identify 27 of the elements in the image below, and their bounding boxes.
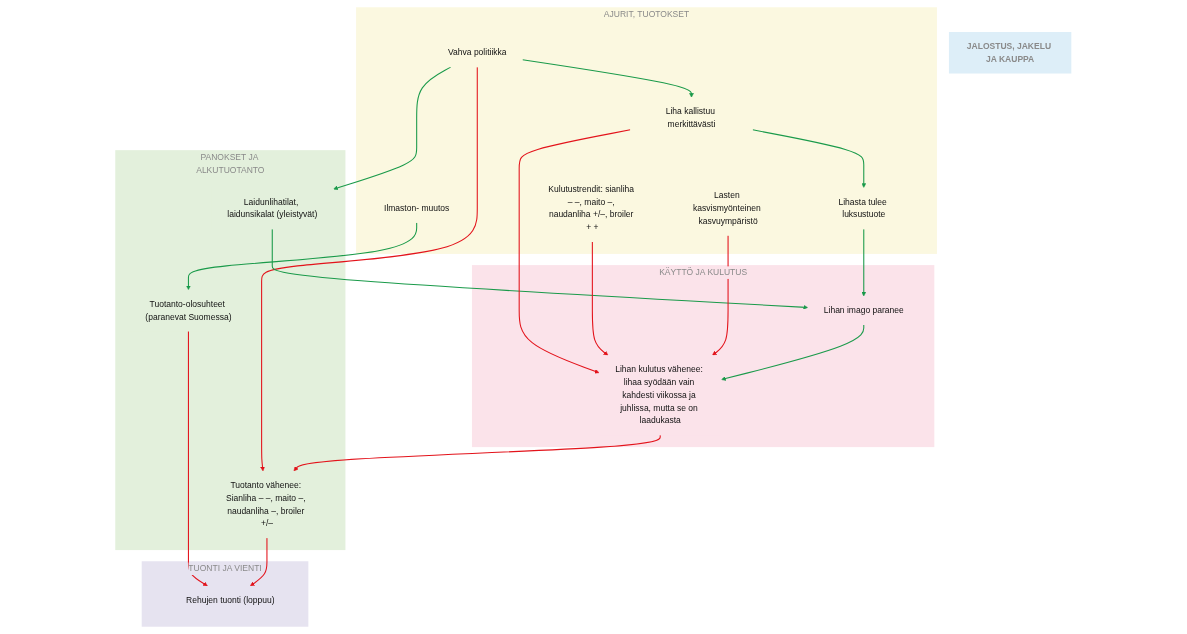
arrow bbox=[333, 66, 452, 191]
node-text: Liha kallistuu merkittävästi bbox=[665, 107, 716, 129]
arrow bbox=[861, 228, 867, 297]
node-text: Tuotanto vähenee: Sianliha – –, maito –, naudanliha –, broiler +/– bbox=[226, 480, 306, 529]
node-text: Ilmaston- muutos bbox=[384, 203, 450, 213]
node-text: Kulutustrendit: sianliha – –, maito –, naudanliha +/–, broiler + + bbox=[548, 184, 635, 232]
node-text: Lihan kulutus vähenee: lihaa syödään vain kahdesti viikossa ja juhlissa, mutta se on laadukasta bbox=[615, 364, 704, 426]
arrow bbox=[260, 66, 478, 472]
arrow bbox=[250, 537, 268, 587]
arrow bbox=[721, 324, 865, 381]
arrow bbox=[293, 434, 661, 472]
arrow bbox=[188, 330, 208, 587]
node-text: Lihasta tulee luksustuote bbox=[838, 197, 887, 220]
arrow bbox=[752, 129, 867, 188]
node-text: Laidunlihatilat, laidunsikalat (yleistyvät) bbox=[227, 197, 318, 220]
node-text: Lasten kasvismyönteinen kasvuympäristö bbox=[693, 190, 761, 226]
node-text: Tuotanto-olosuhteet (paranevat Suomessa) bbox=[145, 299, 232, 322]
arrow bbox=[522, 59, 694, 98]
arrow bbox=[271, 228, 809, 310]
arrow bbox=[186, 222, 418, 291]
node-text: Rehujen tuonti (loppuu) bbox=[186, 595, 275, 605]
node-text: Lihan imago paranee bbox=[823, 305, 904, 315]
arrow bbox=[592, 241, 609, 356]
arrow bbox=[712, 235, 729, 356]
node-box: JALOSTUS, JAKELU JA KAUPPA bbox=[949, 32, 1072, 74]
node-text: Vahva politiikka bbox=[448, 47, 507, 58]
arrow bbox=[518, 129, 631, 374]
